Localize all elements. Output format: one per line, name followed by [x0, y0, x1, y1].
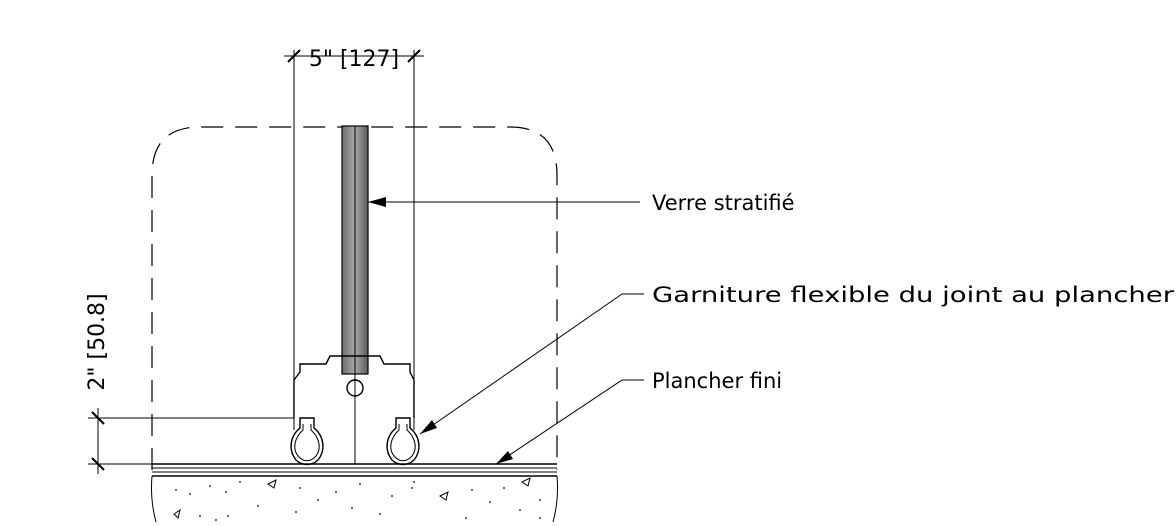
height-dimension: 2" [50.8] — [85, 293, 294, 474]
height-dimension-label: 2" [50.8] — [85, 293, 110, 390]
width-dimension-label: 5" [127] — [309, 47, 399, 72]
bottom-channel — [293, 340, 415, 464]
callout-glass-label: Verre stratifié — [652, 191, 795, 215]
finished-floor — [151, 463, 558, 523]
laminated-glass — [341, 125, 369, 375]
width-dimension: 5" [127] — [284, 47, 424, 430]
callout-glass: Verre stratifié — [368, 191, 795, 215]
concrete-dots — [175, 481, 541, 521]
concrete-hatch — [173, 477, 531, 519]
callout-gasket-label: Garniture flexible du joint au plancher — [652, 283, 1174, 307]
callout-gasket: Garniture flexible du joint au plancher — [419, 283, 1174, 435]
callout-floor: Plancher fini — [495, 369, 782, 465]
setting-pin — [346, 379, 364, 397]
callout-floor-label: Plancher fini — [652, 369, 782, 393]
